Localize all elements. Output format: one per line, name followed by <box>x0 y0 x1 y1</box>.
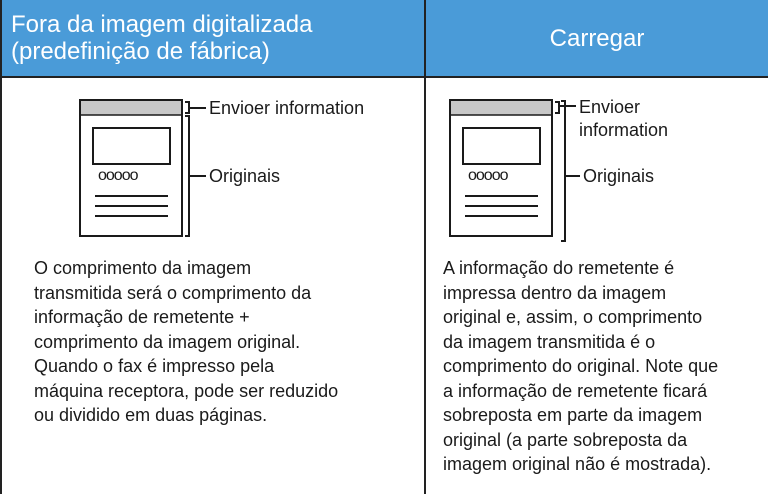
originals-label: Originais <box>583 166 654 186</box>
description-load: A informação do remetente é impressa den… <box>443 258 719 474</box>
header-bottom-rule <box>0 76 768 78</box>
header-scan-outside: Fora da imagem digitalizada (predefiniçã… <box>2 0 424 76</box>
document-page <box>449 99 553 237</box>
table-divider <box>424 0 426 494</box>
originals-bracket <box>185 115 190 237</box>
dots-graphic: ooooo <box>98 167 139 184</box>
sender-info-bar <box>451 101 551 115</box>
sender-bracket <box>555 101 560 114</box>
originals-bracket <box>561 100 566 242</box>
document-page <box>79 99 183 237</box>
sender-info-label-line1: Envioer <box>579 97 640 117</box>
originals-label: Originais <box>209 166 280 186</box>
sender-info-label: Envioer information <box>209 98 364 118</box>
header-load-label: Carregar <box>549 24 645 52</box>
description-outside-image: O comprimento da imagem transmitida será… <box>34 258 339 425</box>
dots-graphic: ooooo <box>468 167 509 184</box>
sender-info-label-line2: information <box>579 120 668 140</box>
illustration-load: ooooo Envioer information Originais <box>449 97 668 242</box>
header-load: Carregar <box>426 0 768 76</box>
table-border-left <box>0 0 2 494</box>
screen-graphic <box>462 127 541 165</box>
illustration-outside-image: ooooo Envioer information Originais <box>79 98 364 237</box>
sender-bracket <box>185 101 190 114</box>
sender-info-bar <box>81 101 181 115</box>
screen-graphic <box>92 127 171 165</box>
